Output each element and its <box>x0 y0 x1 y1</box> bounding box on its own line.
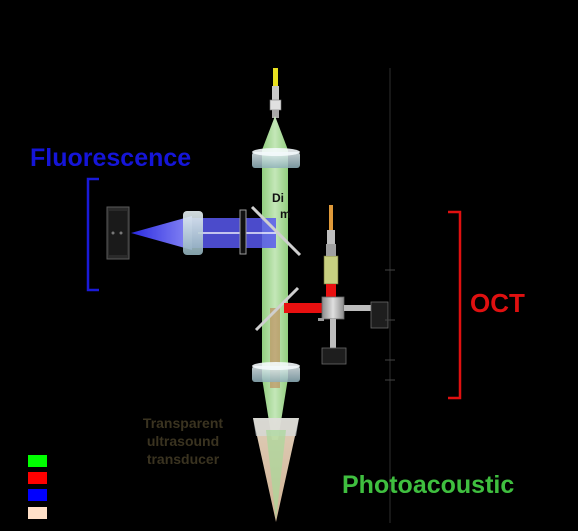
oct-beam-axial <box>270 308 280 388</box>
lens-bottom <box>252 362 300 382</box>
fluorescence-bracket <box>86 177 99 292</box>
lens-fluorescence <box>183 211 203 255</box>
fiber-connector-top <box>269 68 282 118</box>
oct-label: OCT <box>470 288 525 318</box>
legend-swatch-blue <box>28 489 47 501</box>
transducer-label: Transparent ultrasound transducer <box>128 414 238 468</box>
legend-swatch-red <box>28 472 47 484</box>
oct-mirror <box>254 286 300 332</box>
dichroic-mirror-label: Di m <box>272 190 291 222</box>
dichroic-label-line1: Di <box>272 191 284 205</box>
legend-swatch-peach <box>28 507 47 519</box>
galvo-scanner <box>318 296 389 365</box>
lens-top <box>252 148 300 168</box>
photoacoustic-label: Photoacoustic <box>342 471 515 499</box>
red-beam <box>284 284 336 313</box>
transducer-label-line1: Transparent <box>142 415 224 431</box>
oct-bracket <box>448 210 462 400</box>
mount-ticks <box>385 269 395 381</box>
legend-swatch-green <box>28 455 47 467</box>
fluorescence-label: Fluorescence <box>30 144 192 172</box>
transducer-label-line2: ultrasound <box>146 433 220 449</box>
ultrasound-cone <box>253 418 299 522</box>
dichroic-label-line2: m <box>280 207 291 221</box>
filter-plate <box>239 209 247 255</box>
fluorescence-detector <box>106 206 130 260</box>
transducer-label-line3: transducer <box>146 451 220 467</box>
blue-beam <box>131 216 276 250</box>
oct-fiber-collimator <box>323 205 339 285</box>
dichroic-mirror <box>250 205 302 257</box>
